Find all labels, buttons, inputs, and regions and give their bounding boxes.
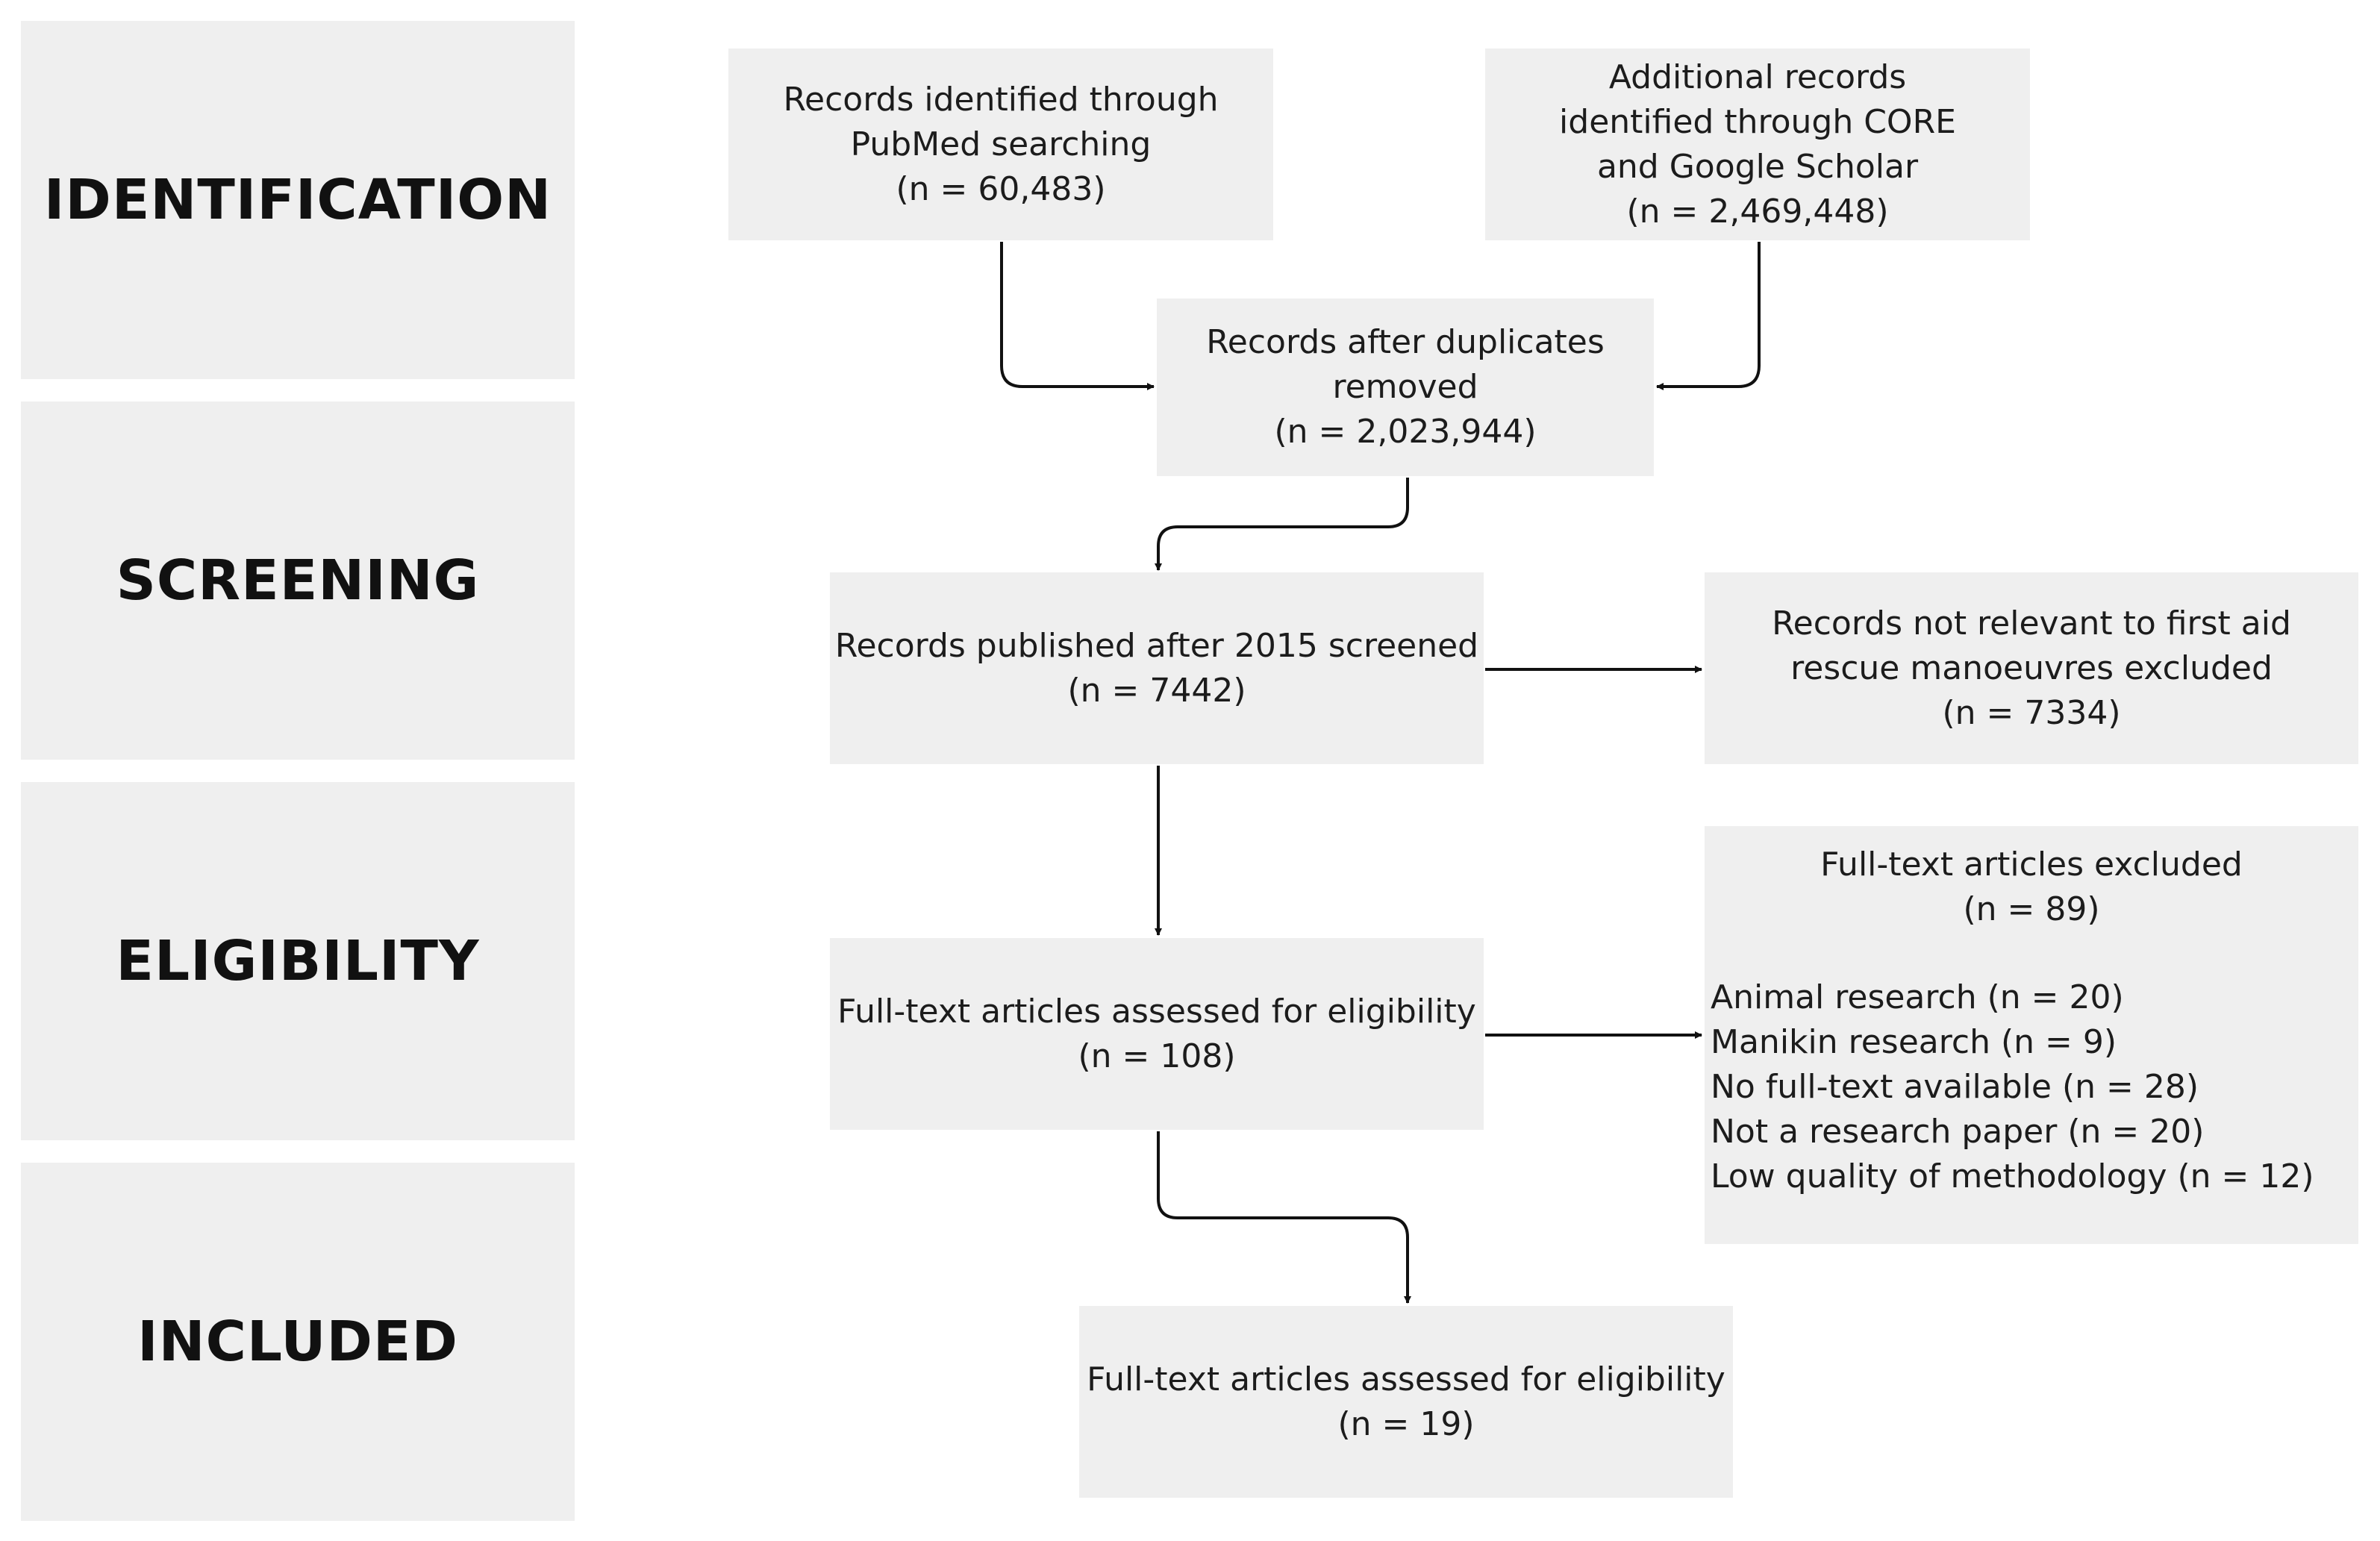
arrow-pubmed-to-deduplicated bbox=[1000, 242, 1155, 390]
included-count: (n = 19) bbox=[1337, 1404, 1475, 1443]
screened-line-1: Records published after 2015 screened bbox=[834, 626, 1479, 665]
excluded-header-count: (n = 89) bbox=[1963, 890, 2100, 928]
assessed-count: (n = 108) bbox=[1078, 1037, 1236, 1075]
additional-records-box: Additional records identified through CO… bbox=[1485, 49, 2030, 240]
arrow-deduplicated-to-screened bbox=[1155, 478, 1409, 571]
stage-included-label: INCLUDED bbox=[137, 1310, 458, 1374]
exclusion-reason-low-quality: Low quality of methodology (n = 12) bbox=[1711, 1157, 2314, 1195]
stage-identification: IDENTIFICATION bbox=[21, 21, 575, 379]
included-line-1: Full-text articles assessed for eligibil… bbox=[1087, 1360, 1725, 1398]
stage-identification-label: IDENTIFICATION bbox=[43, 168, 552, 232]
additional-line-3: and Google Scholar bbox=[1596, 147, 1919, 186]
additional-line-1: Additional records bbox=[1608, 57, 1907, 96]
deduplicated-line-2: removed bbox=[1332, 368, 1478, 406]
pubmed-line-1: Records identified through bbox=[783, 80, 1219, 119]
not-relevant-excluded-box: Records not relevant to first aid rescue… bbox=[1705, 572, 2358, 764]
exclusion-reason-animal: Animal research (n = 20) bbox=[1711, 978, 2124, 1016]
stage-screening: SCREENING bbox=[21, 401, 575, 760]
not-relevant-count: (n = 7334) bbox=[1942, 693, 2121, 732]
screened-count: (n = 7442) bbox=[1067, 671, 1246, 710]
pubmed-count: (n = 60,483) bbox=[896, 169, 1106, 208]
not-relevant-line-1: Records not relevant to first aid bbox=[1772, 604, 2291, 643]
screened-records-box: Records published after 2015 screened (n… bbox=[830, 572, 1484, 764]
exclusion-reasons-list: Animal research (n = 20) Manikin researc… bbox=[1705, 975, 2358, 1199]
exclusion-reason-not-research: Not a research paper (n = 20) bbox=[1711, 1113, 2205, 1151]
arrow-assessed-to-included bbox=[1157, 1131, 1411, 1304]
additional-line-2: identified through CORE bbox=[1559, 102, 1956, 141]
pubmed-records-box: Records identified through PubMed search… bbox=[728, 49, 1273, 240]
additional-count: (n = 2,469,448) bbox=[1626, 192, 1889, 231]
fulltext-excluded-box: Full-text articles excluded (n = 89) Ani… bbox=[1705, 826, 2358, 1244]
stage-eligibility-label: ELIGIBILITY bbox=[116, 929, 480, 993]
arrow-additional-to-deduplicated bbox=[1656, 242, 1761, 390]
deduplicated-line-1: Records after duplicates bbox=[1206, 323, 1605, 361]
included-studies-box: Full-text articles assessed for eligibil… bbox=[1079, 1306, 1733, 1498]
not-relevant-line-2: rescue manoeuvres excluded bbox=[1790, 648, 2273, 687]
excluded-header-line-1: Full-text articles excluded bbox=[1820, 845, 2243, 884]
exclusion-reason-no-fulltext: No full-text available (n = 28) bbox=[1711, 1068, 2199, 1106]
fulltext-assessed-box: Full-text articles assessed for eligibil… bbox=[830, 938, 1484, 1130]
stage-screening-label: SCREENING bbox=[116, 548, 480, 613]
deduplicated-records-box: Records after duplicates removed (n = 2,… bbox=[1157, 298, 1654, 476]
stage-included: INCLUDED bbox=[21, 1163, 575, 1521]
exclusion-reason-manikin: Manikin research (n = 9) bbox=[1711, 1023, 2117, 1061]
pubmed-line-2: PubMed searching bbox=[850, 125, 1152, 163]
stage-eligibility: ELIGIBILITY bbox=[21, 782, 575, 1140]
assessed-line-1: Full-text articles assessed for eligibil… bbox=[837, 992, 1476, 1031]
deduplicated-count: (n = 2,023,944) bbox=[1274, 413, 1537, 451]
